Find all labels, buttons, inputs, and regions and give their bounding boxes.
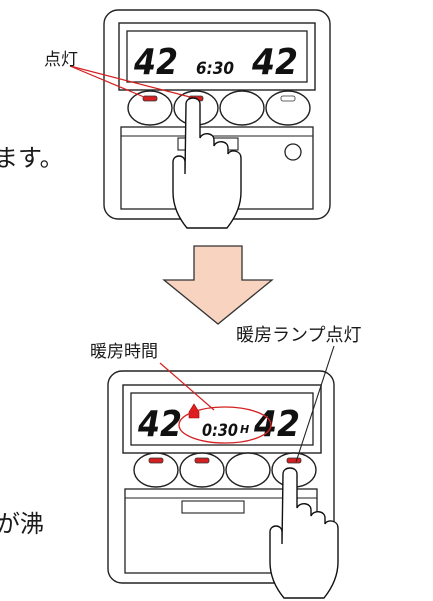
lamp-indicator-2 [194,457,210,464]
lamp-indicator-4 [280,95,296,102]
panel-button-3[interactable] [225,452,271,488]
down-arrow-icon [162,245,274,325]
cropped-text-fragment-top: ます。 [0,144,64,172]
lcd-left-temp: 42 [137,404,182,445]
lcd-right-temp: 42 [251,42,298,83]
cropped-text-fragment-bottom: が沸 [0,510,44,538]
label-lit: 点灯 [44,50,78,70]
callout-heating-lamp [295,345,335,463]
callout-lit [69,65,191,98]
lamp-indicator-1 [148,457,164,464]
label-heating-lamp-lit: 暖房ランプ点灯 [236,325,362,346]
lcd-time: 0:30 [202,421,238,441]
time-highlight-ellipse [178,406,272,444]
panel-button-1[interactable] [133,452,179,488]
callout-heating-time [159,362,215,411]
heating-house-icon [188,403,200,419]
panel-button-4[interactable] [265,90,311,126]
lcd-right-temp: 42 [253,404,300,445]
remote-panel-top: 42 6:30 42 [103,9,331,229]
lcd-display [130,392,314,446]
panel-button-2[interactable] [179,452,225,488]
lcd-time: 6:30 [196,59,234,79]
lamp-indicator-1 [142,95,158,102]
round-knob[interactable] [284,143,302,161]
lcd-left-temp: 42 [133,42,178,83]
panel-button-3[interactable] [219,90,265,126]
label-heating-time: 暖房時間 [90,342,158,362]
button-row [127,90,311,126]
lamp-indicator-4 [286,457,302,464]
compartment-slot [181,500,245,514]
remote-panel-bottom: 42 0:30 H 42 [107,370,339,599]
panel-button-1[interactable] [127,90,173,126]
lcd-display [126,30,308,83]
lcd-time-unit: H [240,423,249,436]
